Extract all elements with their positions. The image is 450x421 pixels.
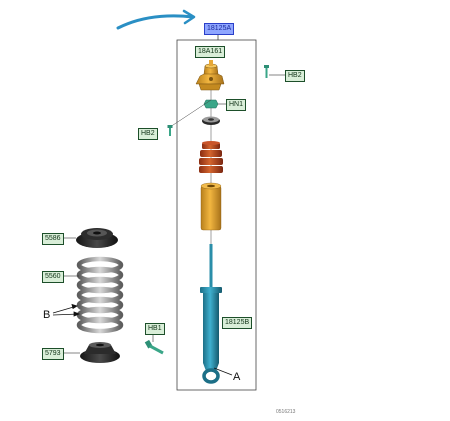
letter-a: A <box>233 371 241 383</box>
dust-boot-part <box>200 182 222 231</box>
callout-spring: 5560 <box>42 271 64 283</box>
callout-top-mount: 18A161 <box>195 46 226 58</box>
pointer-arrow <box>116 14 195 30</box>
callout-shock: 18125B <box>222 317 253 329</box>
drawing-number: 0516213 <box>276 409 296 415</box>
callout-bolt-top: HB2 <box>285 70 305 82</box>
bolt-left <box>167 125 173 136</box>
letter-b: B <box>43 309 51 321</box>
nut-part <box>203 99 219 109</box>
shock-absorber-part <box>200 244 222 384</box>
upper-spring-seat-part <box>76 228 118 248</box>
coil-spring-part <box>76 256 124 334</box>
callout-nut: HN1 <box>226 99 247 111</box>
callout-bolt-left: HB2 <box>138 128 158 140</box>
bolt-top-right <box>264 65 269 78</box>
lower-spring-seat-part <box>80 342 120 363</box>
top-mount-part <box>195 60 225 91</box>
callout-assembly: 18125A <box>204 23 235 35</box>
callout-lower-seat: 5793 <box>42 348 64 360</box>
callout-upper-seat: 5586 <box>42 233 64 245</box>
bump-stop-part <box>199 141 223 173</box>
b-arrows <box>52 303 81 317</box>
assembly-frame <box>176 39 257 391</box>
callout-bolt-lower: HB1 <box>145 323 165 335</box>
bolt-lower <box>144 339 164 355</box>
